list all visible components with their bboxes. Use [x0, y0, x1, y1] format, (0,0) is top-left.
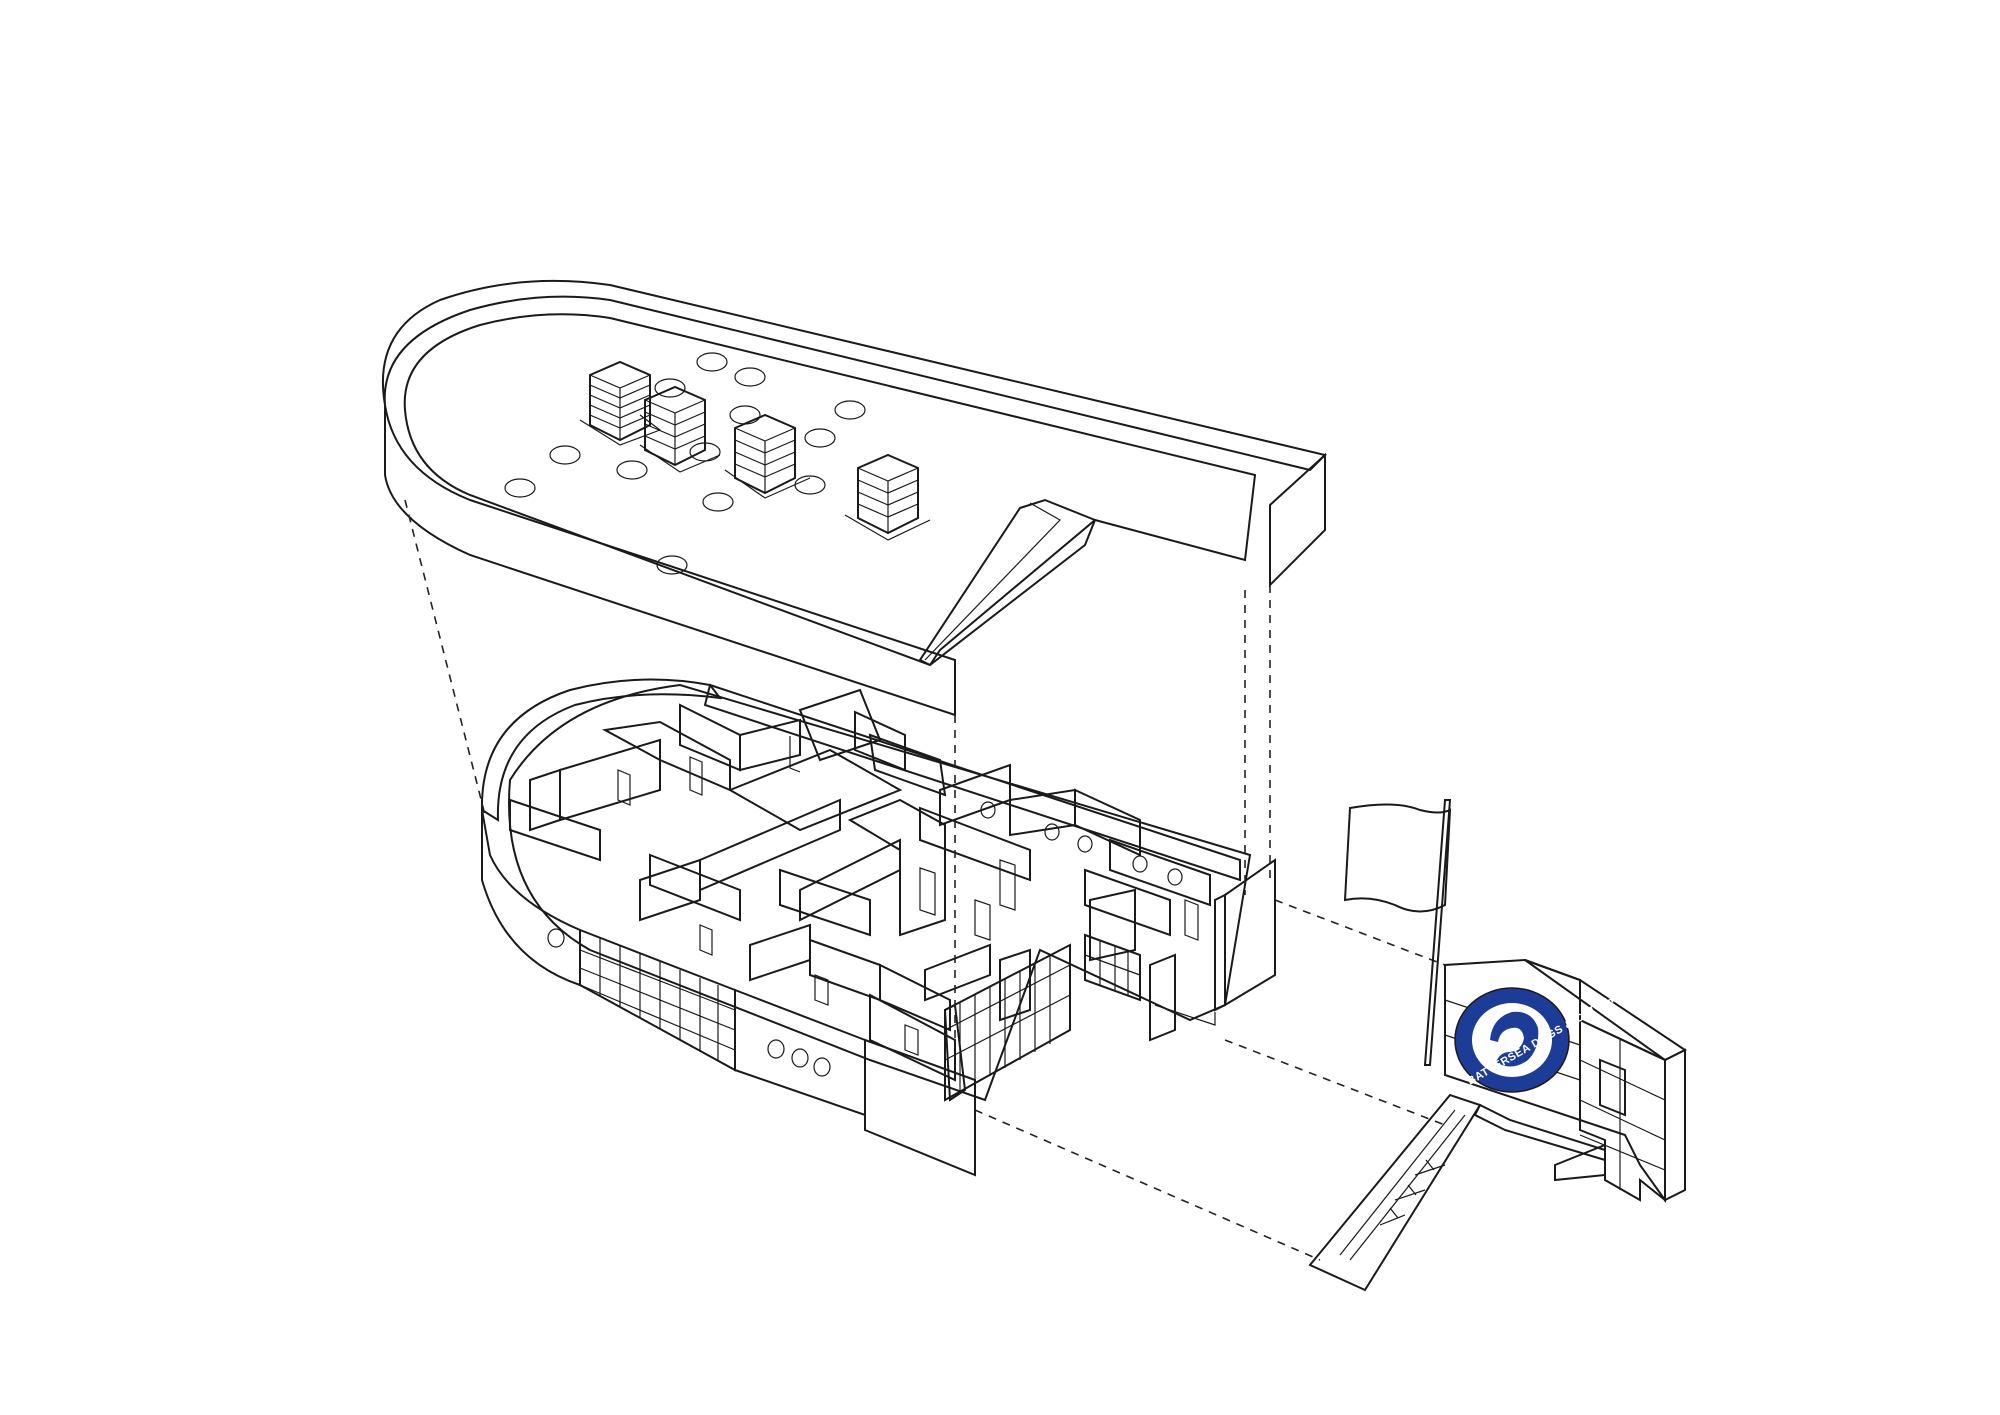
flag [1343, 799, 1452, 1066]
rooflight-tower-1 [589, 360, 651, 442]
entrance-ramp [1308, 1093, 1482, 1292]
floor-end-wall [1224, 858, 1276, 1007]
flag-cloth [1343, 803, 1452, 913]
roof-rim-wall [384, 404, 956, 717]
ground-floor [480, 678, 1276, 1177]
internal-walls [509, 688, 1211, 1102]
rooflight-tower-2 [644, 385, 706, 467]
doors [617, 736, 1199, 1056]
flag-pole [1423, 799, 1452, 1066]
outer-wall [480, 678, 723, 822]
rooflight-tower-3 [734, 413, 796, 495]
roof-slab [381, 279, 1327, 717]
sign-window [1599, 1058, 1626, 1117]
facade-blue-right [734, 988, 866, 1117]
back-wall [703, 683, 1241, 882]
portholes [547, 801, 1183, 1077]
floor-slab [508, 683, 1252, 1102]
roof-rim-top [381, 279, 1327, 472]
roof-vents [504, 352, 866, 575]
rooflight-tower-4 [857, 453, 919, 535]
dog-cat-emblem-icon [1490, 1011, 1539, 1067]
entrance-assembly: BATTERSEA DOGS & CATS HOME [1308, 799, 1687, 1292]
projection-lines [404, 499, 1446, 1261]
dog-icon [1368, 829, 1426, 890]
glazed-entrance [944, 933, 1176, 1102]
facade-tan-end [864, 1038, 976, 1177]
roof-end-wall [1269, 452, 1326, 588]
glazing-mullions [579, 938, 736, 1060]
sign-wall-front [1579, 1018, 1666, 1203]
ramp-rails [1339, 1109, 1466, 1261]
roof-green-surface [403, 313, 1257, 667]
roof-notch [918, 498, 1097, 667]
